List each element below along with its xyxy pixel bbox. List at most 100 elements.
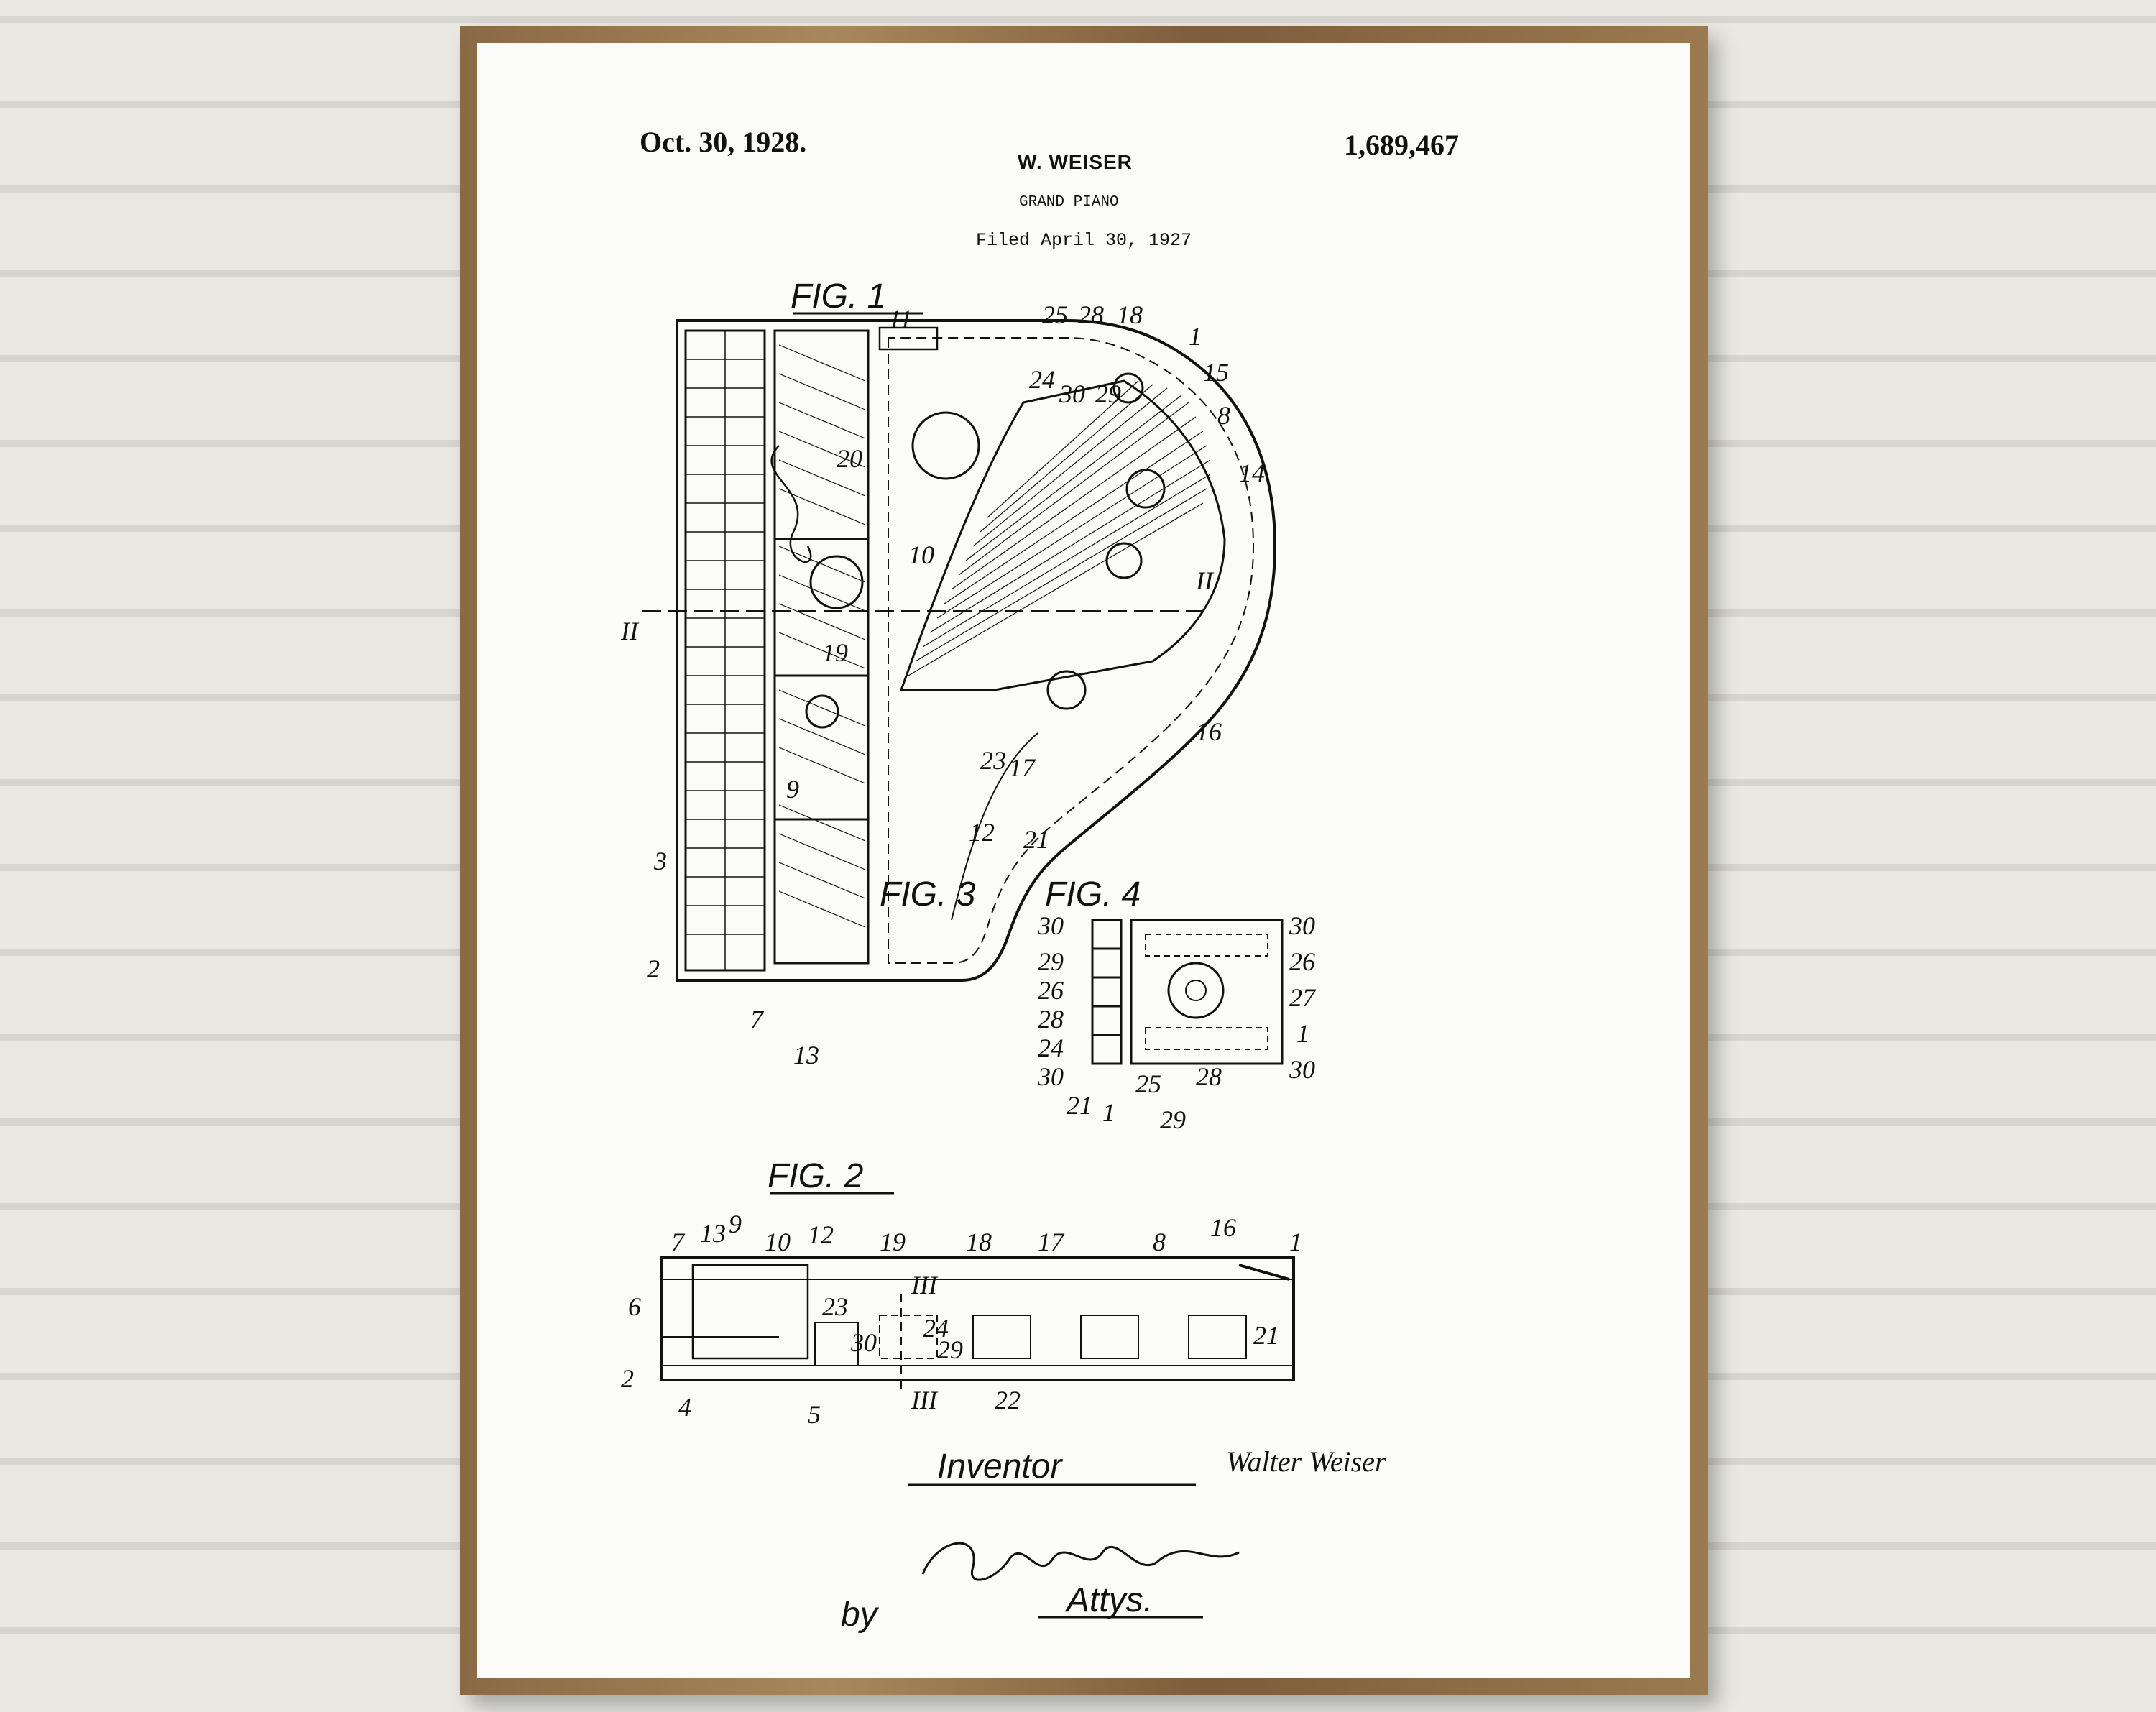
fig2-caption: FIG. 2 [768,1157,863,1195]
action-frame [773,329,870,965]
fig1-label: 10 [908,540,934,569]
inventor-caption: Inventor [937,1448,1063,1486]
fig2-brace-1 [879,1315,938,1359]
fig2-label: 7 [671,1228,686,1256]
plate-hole-4 [1046,670,1087,710]
inner-rim [888,337,1255,964]
fig34-label: 1 [1102,1098,1115,1127]
fig1-label: 20 [837,444,862,473]
piano-case-outline [676,319,1277,982]
inventor-header: W. WEISER [1018,151,1133,173]
by-text: by [841,1596,880,1634]
plate-hole-2 [1125,469,1166,509]
fig2-label: 17 [1038,1228,1065,1256]
fig34-label: 27 [1289,983,1317,1012]
fig2-label: 23 [822,1292,848,1321]
fig1-label: 18 [1117,300,1143,329]
bracket-top [878,326,939,351]
poster-frame: FIG. 1 FIG. 3 FIG. 4 FIG. 2 II II III II… [460,26,1708,1695]
fig1-label: 19 [822,638,848,667]
fig2-brace-3 [1080,1315,1139,1359]
section-mark-ii-left: II [620,617,640,645]
attys-text: Attys. [1064,1581,1153,1619]
fig2-label: 21 [1253,1321,1279,1350]
fig1-label: 16 [1196,717,1222,746]
hammer-hatching [778,344,866,928]
fig2-label: 4 [678,1393,691,1422]
section-mark-iii-bottom: III [911,1386,939,1414]
fig4-caption: FIG. 4 [1045,875,1141,913]
keys [686,331,765,970]
fig34-label: 30 [1289,911,1315,940]
fig2-label: 16 [1210,1213,1236,1242]
fig2-label: 12 [808,1220,834,1249]
section-mark-ii-right: II [1195,566,1215,595]
soundhole-mid [809,555,864,609]
fig34-label: 30 [1289,1055,1315,1084]
fig4-rosette [1167,962,1225,1019]
fig2-label: 5 [808,1400,821,1429]
fig2-label: 29 [937,1335,963,1364]
poster-paper: FIG. 1 FIG. 3 FIG. 4 FIG. 2 II II III II… [477,43,1690,1678]
fig2-label: 19 [880,1228,906,1256]
fig34-label: 29 [1160,1105,1186,1134]
fig1-label: 23 [980,746,1006,775]
fig1-label: 29 [1095,379,1121,408]
fig1-label: 13 [793,1041,819,1069]
strings [908,380,1211,676]
patent-number: 1,689,467 [1344,129,1459,161]
signature [921,1542,1240,1581]
fig34-label: 29 [1038,947,1064,976]
signature-name: Walter Weiser [1226,1445,1386,1478]
fig2-label: 22 [995,1386,1021,1414]
fig1-label: 7 [750,1005,765,1034]
fig1-label: 11 [888,305,912,333]
fig34-label: 30 [1037,911,1064,940]
fig2-label: 24 [923,1314,949,1343]
fig1-label: 3 [653,847,667,875]
fig1-label: 9 [786,775,799,804]
fig1-caption: FIG. 1 [791,277,886,316]
fig34-label: 28 [1038,1005,1064,1034]
fig2-brace-2 [972,1315,1031,1359]
fig34-label: 26 [1289,947,1315,976]
fig1-label: 30 [1059,379,1085,408]
fig2-label: 13 [700,1219,726,1248]
fig34-label: 21 [1067,1091,1092,1120]
fig3-caption: FIG. 3 [880,875,976,913]
fig2-label: 8 [1153,1228,1166,1256]
fig3-section [1091,919,1123,1065]
fig34-label: 26 [1038,976,1064,1005]
fig1-label: 12 [969,818,995,847]
fig2-block-1 [814,1322,859,1366]
filed-date: Filed April 30, 1927 [976,230,1192,251]
fig1-label: 17 [1009,753,1036,782]
patent-drawing: FIG. 1 FIG. 3 FIG. 4 FIG. 2 II II III II… [620,277,1317,1634]
f-hole [770,445,812,563]
fig2-brace-4 [1188,1315,1247,1359]
section-mark-iii-top: III [911,1271,939,1299]
tail-strip [951,732,1038,921]
plate-hole-3 [1105,542,1143,579]
fig34-label: 25 [1135,1069,1161,1098]
patent-subject: GRAND PIANO [1019,194,1119,211]
soundhole-small [805,694,839,729]
string-plate [899,379,1226,691]
patent-date: Oct. 30, 1928. [640,126,807,158]
fig1-label: 25 [1042,300,1068,329]
fig2-case [660,1256,1295,1381]
fig2-label: 30 [850,1328,877,1357]
fig34-label: 28 [1196,1062,1222,1091]
soundhole-large [911,411,980,480]
fig1-label: 2 [647,954,660,983]
fig2-label: 9 [729,1210,742,1238]
fig1-label: 21 [1023,825,1049,854]
fig2-label: 10 [765,1228,791,1256]
fig1-label: 28 [1078,300,1104,329]
fig1-label: 8 [1217,401,1230,430]
fig1-label: 24 [1029,365,1055,394]
fig2-label: 18 [966,1228,992,1256]
fig2-label: 1 [1289,1228,1302,1256]
fig34-label: 1 [1296,1019,1309,1048]
fig34-label: 24 [1038,1034,1064,1062]
